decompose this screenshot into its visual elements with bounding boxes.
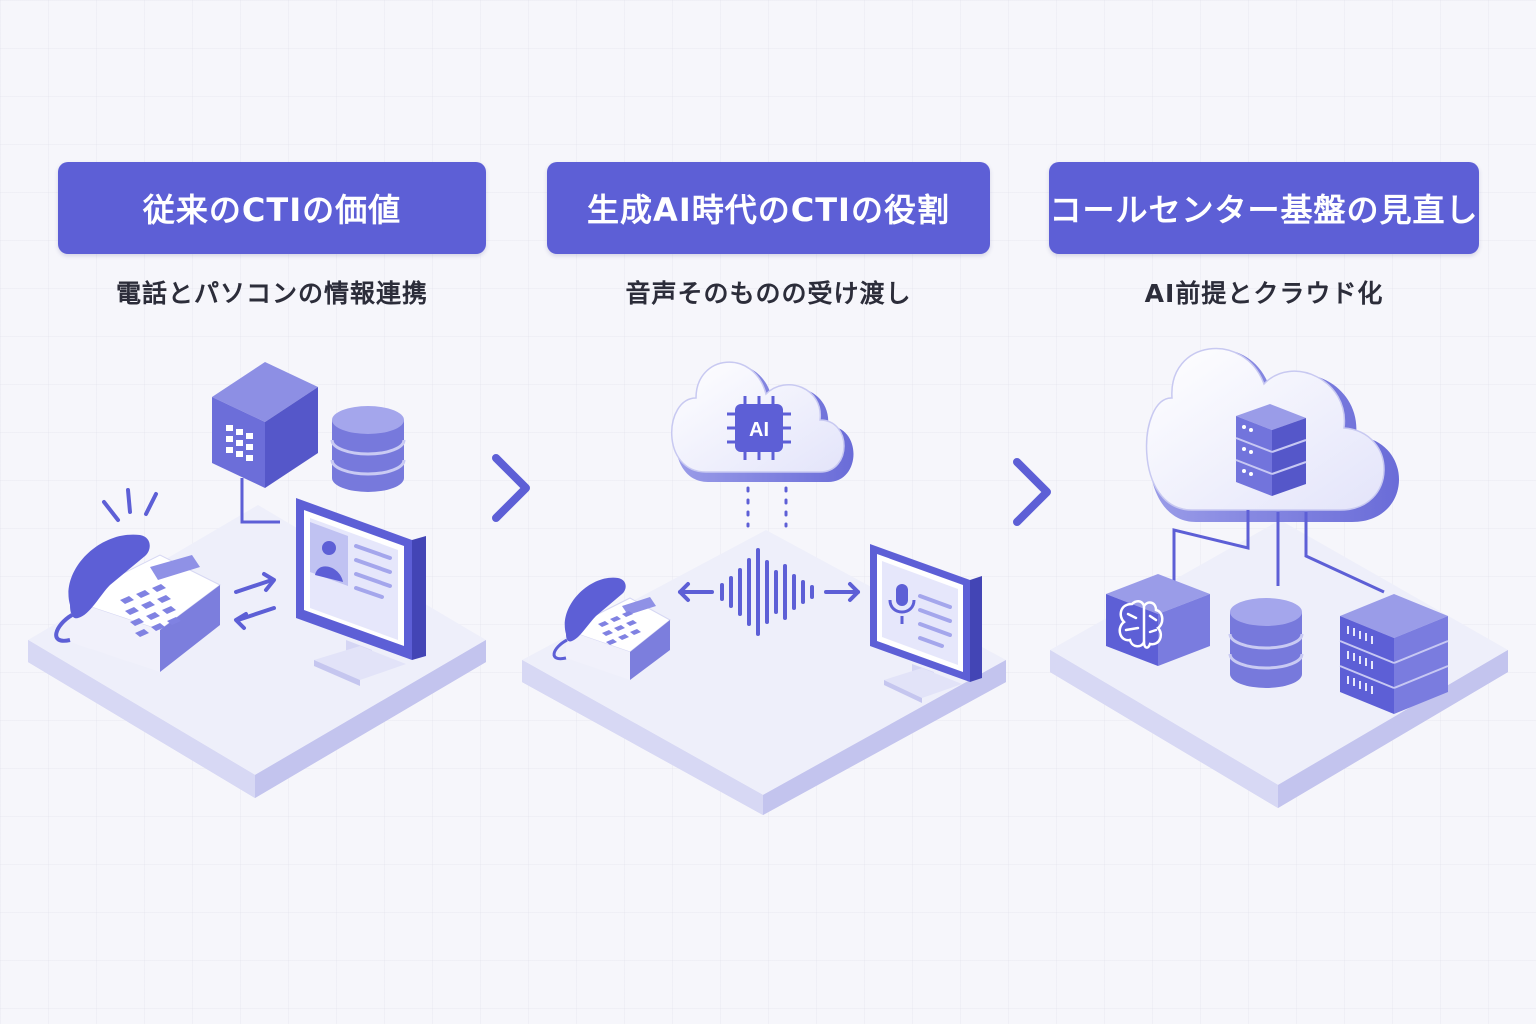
telephone-icon-2: [552, 577, 671, 680]
ai-brain-box-icon: [1106, 574, 1210, 666]
panel-3-title: コールセンター基盤の見直し: [1049, 162, 1479, 254]
server-stack-icon: [1339, 594, 1449, 714]
ringing-lines: [102, 488, 158, 522]
server-box-icon: [212, 362, 318, 488]
panel-2-subtitle: 音声そのものの受け渡し: [625, 279, 912, 308]
panel-2-title: 生成AI時代のCTIの役割: [547, 162, 990, 254]
chevron-right-icon: [492, 454, 530, 522]
bidirectional-arrows: [234, 572, 276, 630]
voice-arrow-right: [824, 582, 860, 602]
connector-line: [240, 478, 280, 524]
ai-chip-label: AI: [749, 419, 769, 441]
telephone-icon: [54, 534, 221, 672]
computer-monitor-icon: [296, 498, 426, 686]
computer-monitor-icon-2: [870, 544, 982, 703]
database-icon: [330, 406, 406, 492]
panel-1-title: 従来のCTIの価値: [58, 162, 486, 254]
panel-1-subtitle: 電話とパソコンの情報連携: [115, 279, 428, 308]
sound-wave-icon: [720, 548, 814, 636]
dotted-connection: [746, 486, 788, 528]
cloud-connectors: [1172, 510, 1385, 594]
chevron-right-icon-2: [1013, 458, 1051, 526]
database-icon-2: [1228, 598, 1304, 688]
panel-3-subtitle: AI前提とクラウド化: [1144, 279, 1384, 308]
server-rack-icon: [1235, 404, 1307, 496]
ai-chip-icon: AI: [727, 396, 791, 460]
voice-arrow-left: [678, 582, 714, 602]
